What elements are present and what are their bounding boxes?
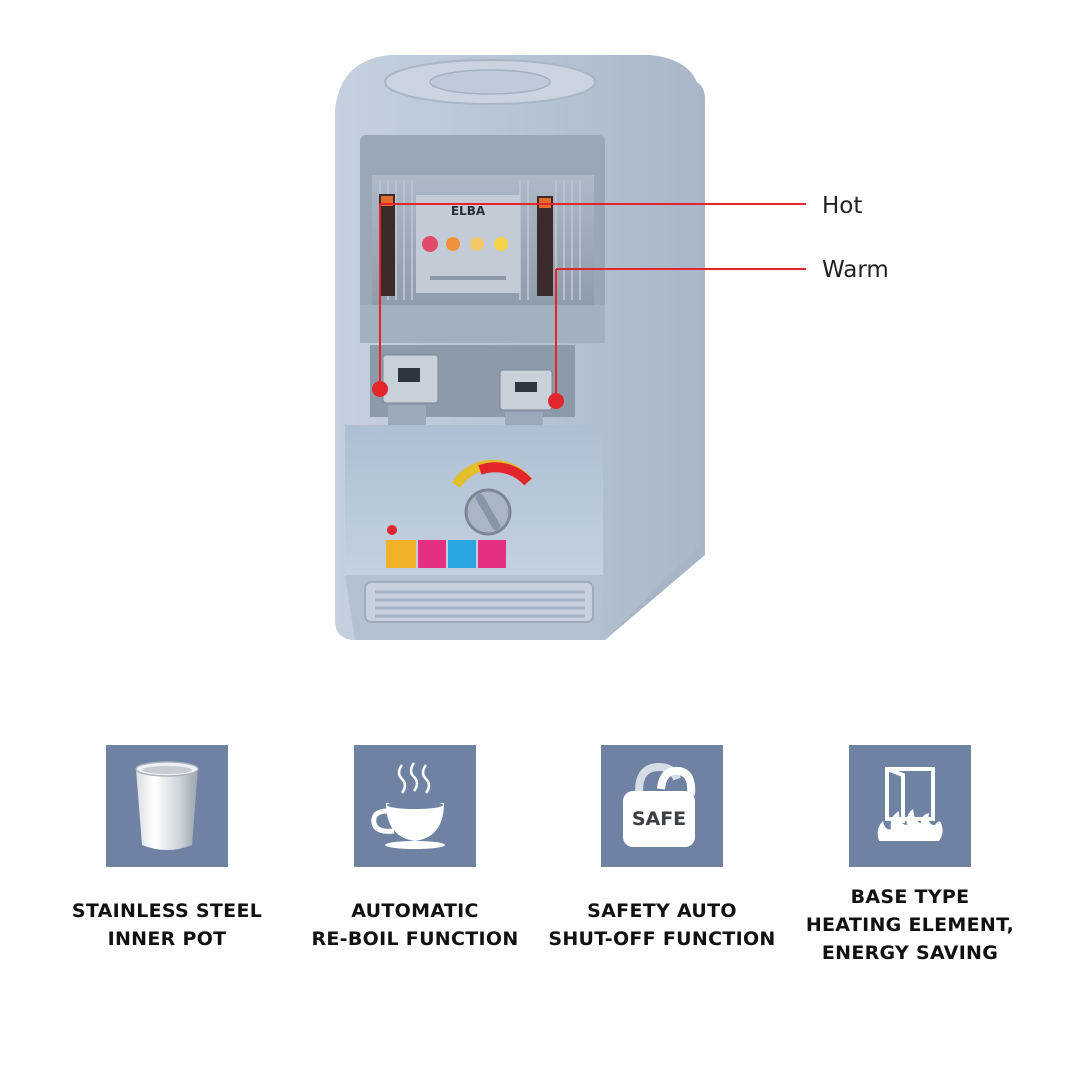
sticker-icon bbox=[386, 540, 416, 568]
feature-caption-line: STAINLESS STEEL bbox=[71, 900, 263, 922]
sticker-icon bbox=[478, 540, 506, 568]
feature-caption-line: SAFETY AUTO bbox=[587, 900, 737, 922]
brand-logo: ELBA bbox=[451, 204, 486, 218]
feature-caption-line: SHUT-OFF FUNCTION bbox=[548, 928, 776, 950]
indicator-light bbox=[446, 237, 460, 251]
feature-caption-line: RE-BOIL FUNCTION bbox=[311, 928, 519, 950]
feature-tile bbox=[354, 745, 476, 867]
sticker-icon bbox=[418, 540, 446, 568]
feature-tile bbox=[849, 745, 971, 867]
right-level-gauge bbox=[537, 196, 553, 296]
feature-heating: BASE TYPE HEATING ELEMENT, ENERGY SAVING bbox=[790, 745, 1030, 967]
steaming-cup-icon bbox=[371, 762, 445, 849]
callout-lines bbox=[379, 203, 806, 400]
hot-callout-dot bbox=[372, 381, 388, 397]
heating-element-icon bbox=[877, 767, 943, 841]
left-level-gauge bbox=[379, 194, 395, 296]
safe-lock-icon: SAFE bbox=[623, 762, 696, 847]
indicator-light bbox=[422, 236, 438, 252]
sticker-icon bbox=[448, 540, 476, 568]
feature-caption-line: BASE TYPE bbox=[850, 886, 970, 908]
warm-callout-dot bbox=[548, 393, 564, 409]
hot-label: Hot bbox=[822, 193, 863, 219]
feature-tile bbox=[106, 745, 228, 867]
indicator-light bbox=[470, 237, 484, 251]
feature-reboil: AUTOMATIC RE-BOIL FUNCTION bbox=[295, 745, 535, 953]
feature-caption-line: INNER POT bbox=[107, 928, 227, 950]
feature-stainless-pot: STAINLESS STEEL INNER POT bbox=[47, 745, 287, 953]
safe-badge-text: SAFE bbox=[632, 808, 686, 830]
feature-tile: SAFE bbox=[601, 745, 723, 867]
feature-safety: SAFE SAFETY AUTO SHUT-OFF FUNCTION bbox=[542, 745, 782, 953]
water-dispenser-image: ELBA bbox=[335, 55, 806, 640]
warm-label: Warm bbox=[822, 257, 889, 283]
indicator-light bbox=[494, 237, 508, 251]
feature-caption-line: AUTOMATIC bbox=[351, 900, 479, 922]
stainless-pot-icon bbox=[135, 761, 199, 850]
feature-caption-line: ENERGY SAVING bbox=[821, 942, 999, 964]
feature-caption-line: HEATING ELEMENT, bbox=[805, 914, 1015, 936]
